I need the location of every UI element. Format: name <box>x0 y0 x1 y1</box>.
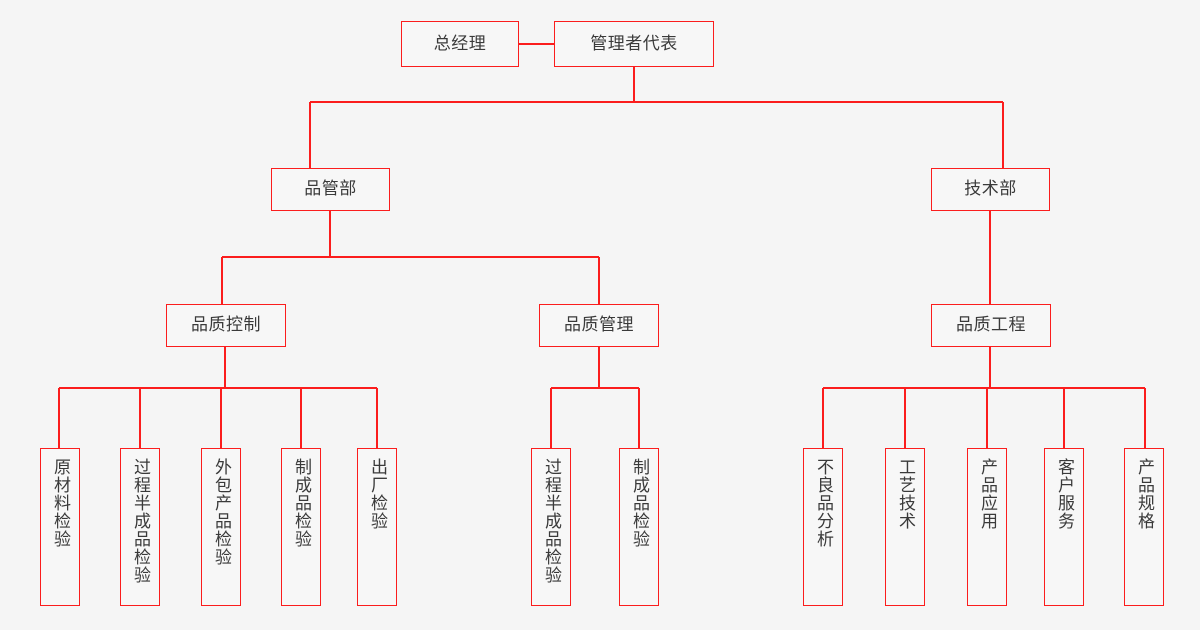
node-quality-control[interactable]: 品质控制 <box>166 304 286 347</box>
node-label: 制成品检验 <box>291 458 312 548</box>
node-label: 品质管理 <box>564 315 634 335</box>
node-label: 产品规格 <box>1134 458 1155 530</box>
node-customer-service[interactable]: 客户服务 <box>1044 448 1084 606</box>
node-label: 过程半成品检验 <box>130 458 151 584</box>
node-raw-material-inspection[interactable]: 原材料检验 <box>40 448 80 606</box>
node-quality-engineering[interactable]: 品质工程 <box>931 304 1051 347</box>
node-label: 过程半成品检验 <box>541 458 562 584</box>
node-finished-product-inspection-qm[interactable]: 制成品检验 <box>619 448 659 606</box>
node-technical-department[interactable]: 技术部 <box>931 168 1050 211</box>
node-label: 制成品检验 <box>629 458 650 548</box>
node-label: 品质控制 <box>191 315 261 335</box>
node-label: 原材料检验 <box>50 458 71 548</box>
node-product-specification[interactable]: 产品规格 <box>1124 448 1164 606</box>
node-process-wip-inspection-qm[interactable]: 过程半成品检验 <box>531 448 571 606</box>
node-label: 管理者代表 <box>590 33 678 54</box>
node-label: 出厂检验 <box>367 458 388 530</box>
node-quality-department[interactable]: 品管部 <box>271 168 390 211</box>
node-label: 外包产品检验 <box>211 458 232 566</box>
node-process-wip-inspection-qc[interactable]: 过程半成品检验 <box>120 448 160 606</box>
node-label: 产品应用 <box>977 458 998 530</box>
node-label: 总经理 <box>433 33 487 54</box>
node-quality-management[interactable]: 品质管理 <box>539 304 659 347</box>
node-label: 客户服务 <box>1054 458 1075 530</box>
node-label: 工艺技术 <box>895 458 916 530</box>
node-general-manager[interactable]: 总经理 <box>401 21 519 67</box>
node-product-application[interactable]: 产品应用 <box>967 448 1007 606</box>
node-finished-product-inspection-qc[interactable]: 制成品检验 <box>281 448 321 606</box>
node-outgoing-inspection[interactable]: 出厂检验 <box>357 448 397 606</box>
node-defect-analysis[interactable]: 不良品分析 <box>803 448 843 606</box>
node-outsourced-product-inspection[interactable]: 外包产品检验 <box>201 448 241 606</box>
node-process-technology[interactable]: 工艺技术 <box>885 448 925 606</box>
node-label: 品管部 <box>304 179 357 199</box>
node-label: 技术部 <box>964 179 1017 199</box>
node-management-representative[interactable]: 管理者代表 <box>554 21 714 67</box>
node-label: 品质工程 <box>956 315 1026 335</box>
node-label: 不良品分析 <box>813 458 834 548</box>
